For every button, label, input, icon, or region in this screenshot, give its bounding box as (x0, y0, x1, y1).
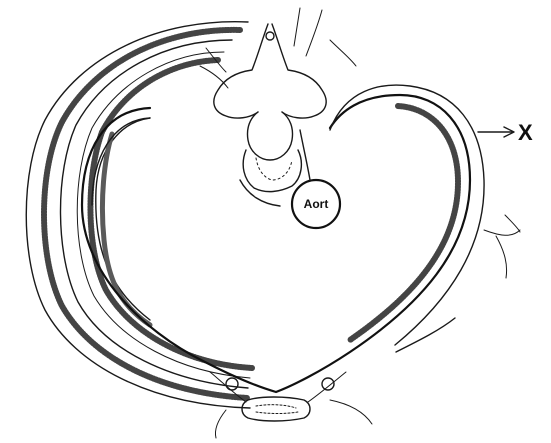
aorta-label: Aort (304, 197, 329, 211)
pleural-cavity-outline (82, 95, 470, 392)
aorta: Aort (292, 130, 340, 228)
pointer-arrow: X (478, 120, 533, 145)
nerve-branches (200, 8, 356, 88)
sternum (210, 372, 372, 438)
left-chest-wall-layers (26, 22, 252, 408)
right-chest-wall (330, 85, 520, 352)
pointer-label-x: X (518, 120, 533, 145)
